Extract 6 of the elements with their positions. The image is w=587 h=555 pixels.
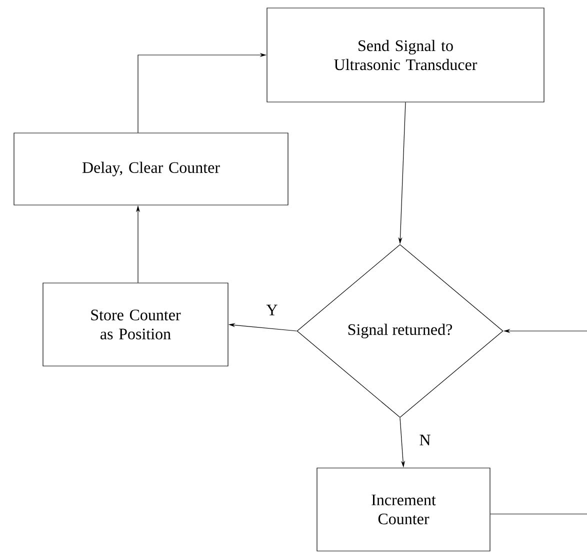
edge-label: Y: [265, 304, 279, 316]
edge-label: N: [418, 434, 432, 446]
process-box: Send Signal to Ultrasonic Transducer: [266, 8, 544, 102]
process-box: Store Counter as Position: [42, 282, 228, 366]
process-box: Increment Counter: [316, 468, 490, 552]
process-box: Delay, Clear Counter: [14, 132, 288, 206]
